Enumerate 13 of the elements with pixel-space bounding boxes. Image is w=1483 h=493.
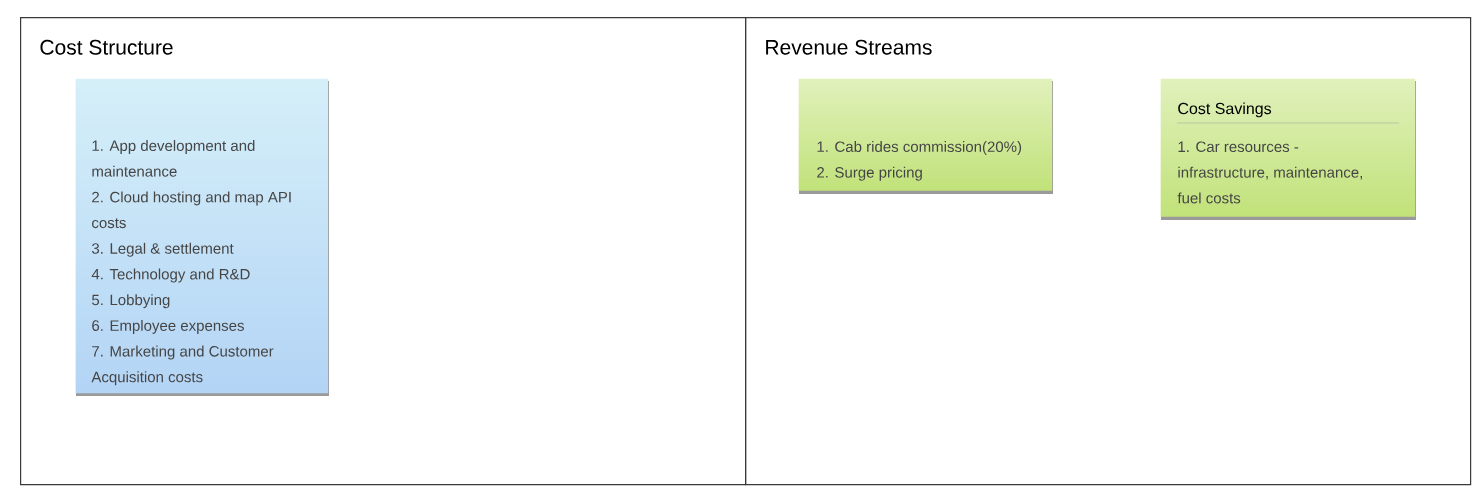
list-item: 2. Cloud hosting and map API costs — [92, 191, 291, 229]
list-item: 2. Surge pricing — [817, 166, 922, 181]
panel-heading: Cost Structure — [40, 39, 173, 55]
list-item: 3. Legal & settlement — [91, 242, 234, 257]
note-heading: Cost Savings — [1178, 102, 1272, 118]
list-item: 1. App development and maintenance — [92, 140, 255, 177]
list-item: 5. Lobbying — [92, 294, 170, 309]
list-item: 1. Cab rides commission(20%) — [817, 141, 1022, 155]
list-item: 1. Car resources - infrastructure, maintenance, fuel costs — [1177, 141, 1362, 204]
panel-heading: Revenue Streams — [766, 39, 932, 55]
list-item: 4. Technology and R&D — [91, 268, 250, 283]
list-item: 7. Marketing and Customer Acquisition costs — [91, 345, 274, 386]
list-item: 6. Employee expenses — [92, 319, 244, 334]
